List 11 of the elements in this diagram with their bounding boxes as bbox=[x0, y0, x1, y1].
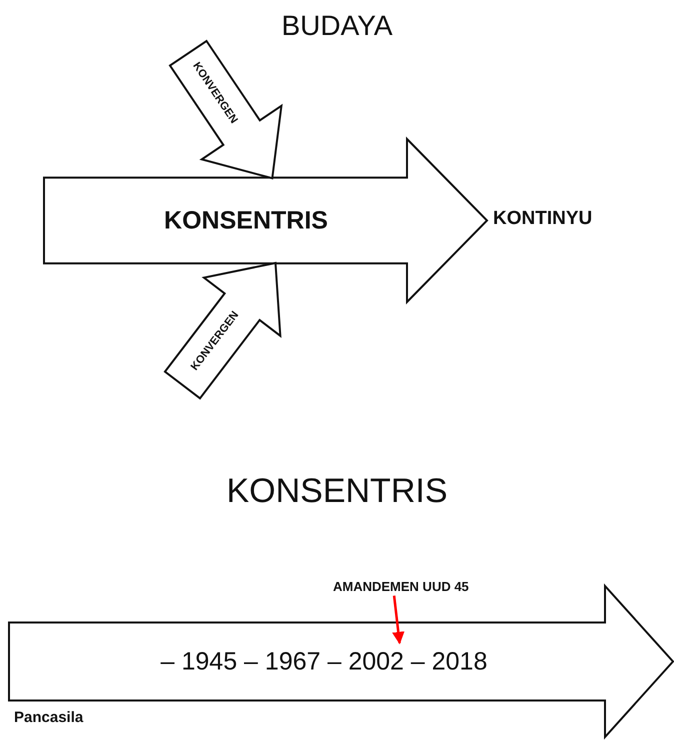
small-block-arrow bbox=[164, 262, 281, 400]
arrow-label: KONSENTRIS bbox=[164, 206, 328, 235]
leader-line bbox=[392, 596, 405, 644]
caption-text: Pancasila bbox=[14, 709, 84, 726]
text-label: KONTINYU bbox=[493, 208, 592, 230]
arrow-label: – 1945 – 1967 – 2002 – 2018 bbox=[160, 647, 488, 676]
block-arrow bbox=[43, 138, 488, 303]
heading: KONSENTRIS bbox=[226, 472, 448, 510]
small-block-arrow bbox=[168, 40, 282, 179]
text-label: AMANDEMEN UUD 45 bbox=[333, 580, 469, 595]
title: BUDAYA bbox=[282, 10, 392, 41]
